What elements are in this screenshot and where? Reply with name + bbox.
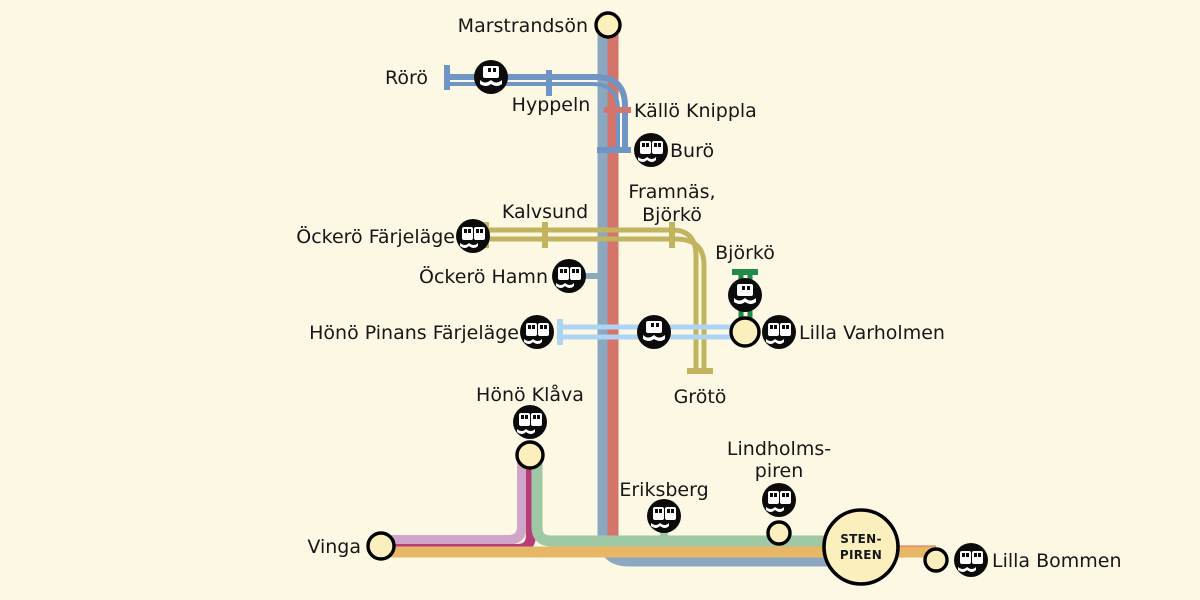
label-hono-pinans-farjelage: Hönö Pinans Färjeläge xyxy=(309,322,519,344)
terminus-tick-groto xyxy=(687,368,713,374)
label-kalvsund: Kalvsund xyxy=(502,201,588,223)
label-buro: Burö xyxy=(670,140,714,162)
boat-icon xyxy=(637,315,671,349)
tick-ockero-hamn xyxy=(585,273,600,279)
label-bjorko: Björkö xyxy=(715,242,775,264)
line-lilac-vinga xyxy=(381,455,527,545)
label-groto: Grötö xyxy=(674,386,727,408)
station-marker-marstrandson[interactable] xyxy=(594,11,622,39)
station-marker-hono-klava[interactable] xyxy=(515,440,545,470)
label-ockero-hamn: Öckerö Hamn xyxy=(419,265,548,288)
line-branch-blue-roro xyxy=(447,74,628,150)
station-marker-lilla-varholmen[interactable] xyxy=(729,316,761,348)
terminus-tick-hono-pinans xyxy=(557,319,563,345)
station-marker-lindholmspiren[interactable] xyxy=(766,520,792,546)
terminus-tick-bjorko xyxy=(732,269,758,275)
mode-icons xyxy=(456,60,988,577)
tick-kallo-knippla xyxy=(604,107,631,113)
boat-icon xyxy=(474,60,508,94)
label-ockero-farjelage: Öckerö Färjeläge xyxy=(296,225,455,248)
label-vinga: Vinga xyxy=(307,536,361,558)
line-khaki-ockero-b xyxy=(486,236,707,374)
tick-framnas-bjorko xyxy=(669,222,675,248)
label-hyppeln: Hyppeln xyxy=(512,94,591,116)
label-hono-klava: Hönö Klåva xyxy=(476,383,584,406)
boat-icon xyxy=(728,278,762,312)
bus-and-boat-icon xyxy=(520,315,554,349)
bus-and-boat-icon xyxy=(762,315,796,349)
station-labels: Marstrandsön Rörö Hyppeln Källö Knippla … xyxy=(296,15,1121,572)
station-marker-lilla-bommen[interactable] xyxy=(923,547,949,573)
label-marstrandson: Marstrandsön xyxy=(458,15,588,37)
bus-and-boat-icon xyxy=(513,405,547,439)
station-markers xyxy=(366,11,949,586)
station-marker-stenpiren[interactable] xyxy=(822,508,900,586)
label-lilla-bommen: Lilla Bommen xyxy=(992,550,1122,572)
line-sage-stenpiren xyxy=(531,455,845,547)
label-stenpiren-line2: PIREN xyxy=(840,548,882,562)
bus-and-boat-icon xyxy=(456,219,490,253)
tick-buro xyxy=(597,147,631,153)
station-marker-vinga[interactable] xyxy=(366,531,396,561)
label-eriksberg: Eriksberg xyxy=(619,479,708,501)
label-stenpiren-line1: STEN- xyxy=(840,532,882,546)
terminus-tick-roro xyxy=(444,65,450,90)
label-lindholmspiren: Lindholms- xyxy=(727,438,831,460)
tick-kalvsund xyxy=(542,222,548,248)
bus-and-boat-icon xyxy=(647,499,681,533)
bus-and-boat-icon xyxy=(634,133,668,167)
bus-and-boat-icon xyxy=(552,259,586,293)
tick-hyppeln xyxy=(546,70,552,96)
bus-and-boat-icon xyxy=(954,543,988,577)
label-roro: Rörö xyxy=(385,67,428,89)
bus-and-boat-icon xyxy=(762,483,796,517)
label-lindholmspiren-line2: piren xyxy=(755,460,803,482)
label-lilla-varholmen: Lilla Varholmen xyxy=(799,322,945,344)
label-kallo-knippla: Källö Knippla xyxy=(634,100,757,122)
label-framnas: Framnäs, xyxy=(628,181,715,203)
label-framnas-bjorko: Björkö xyxy=(642,204,702,226)
